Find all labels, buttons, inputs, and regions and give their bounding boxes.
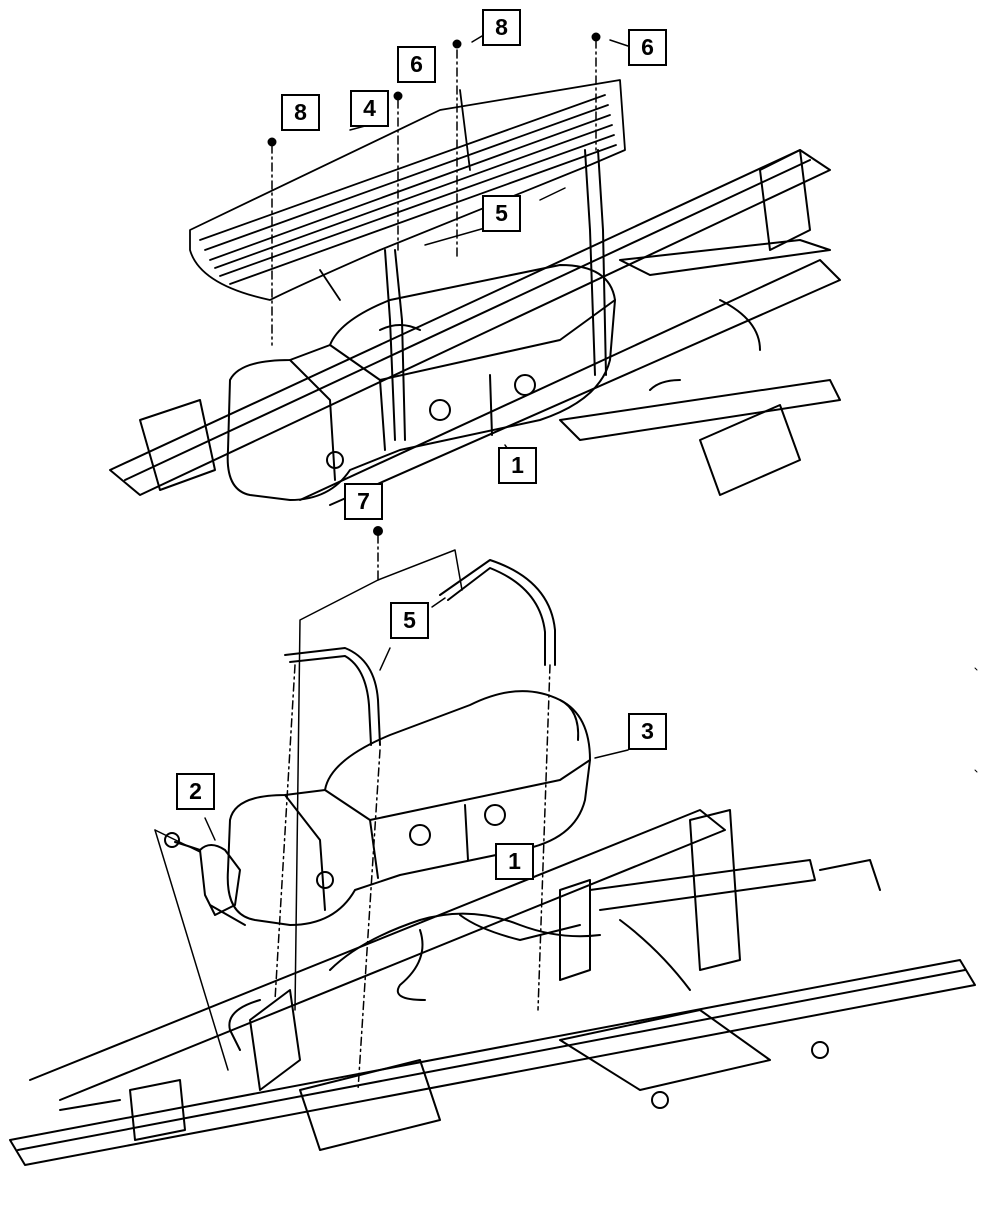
stray-marks	[974, 667, 978, 773]
mid-bolt-leader	[294, 526, 463, 1011]
bottom-leader-lines	[154, 597, 629, 1091]
top-frame-rails	[109, 149, 841, 506]
top-leader-lines	[271, 35, 629, 456]
callout-4: 4	[350, 90, 389, 127]
callout-6-top-right: 6	[628, 29, 667, 66]
callout-1-top: 1	[498, 447, 537, 484]
callout-6-top-left: 6	[397, 46, 436, 83]
top-fuel-tank	[226, 264, 616, 501]
callout-8-top-left: 8	[281, 94, 320, 131]
bottom-tank-straps	[284, 559, 556, 746]
callout-8-top-right: 8	[482, 9, 521, 46]
callout-7: 7	[344, 483, 383, 520]
top-skid-plate	[189, 79, 626, 301]
callout-3: 3	[628, 713, 667, 750]
top-tank-straps	[384, 149, 607, 441]
callout-1-bottom: 1	[495, 843, 534, 880]
top-bolts	[267, 32, 601, 147]
bottom-frame	[9, 809, 976, 1166]
callout-5-top: 5	[482, 195, 521, 232]
callout-2: 2	[176, 773, 215, 810]
bottom-fuel-tank	[226, 690, 591, 926]
bottom-fuel-pump-module	[164, 832, 246, 926]
callout-5-bottom: 5	[390, 602, 429, 639]
